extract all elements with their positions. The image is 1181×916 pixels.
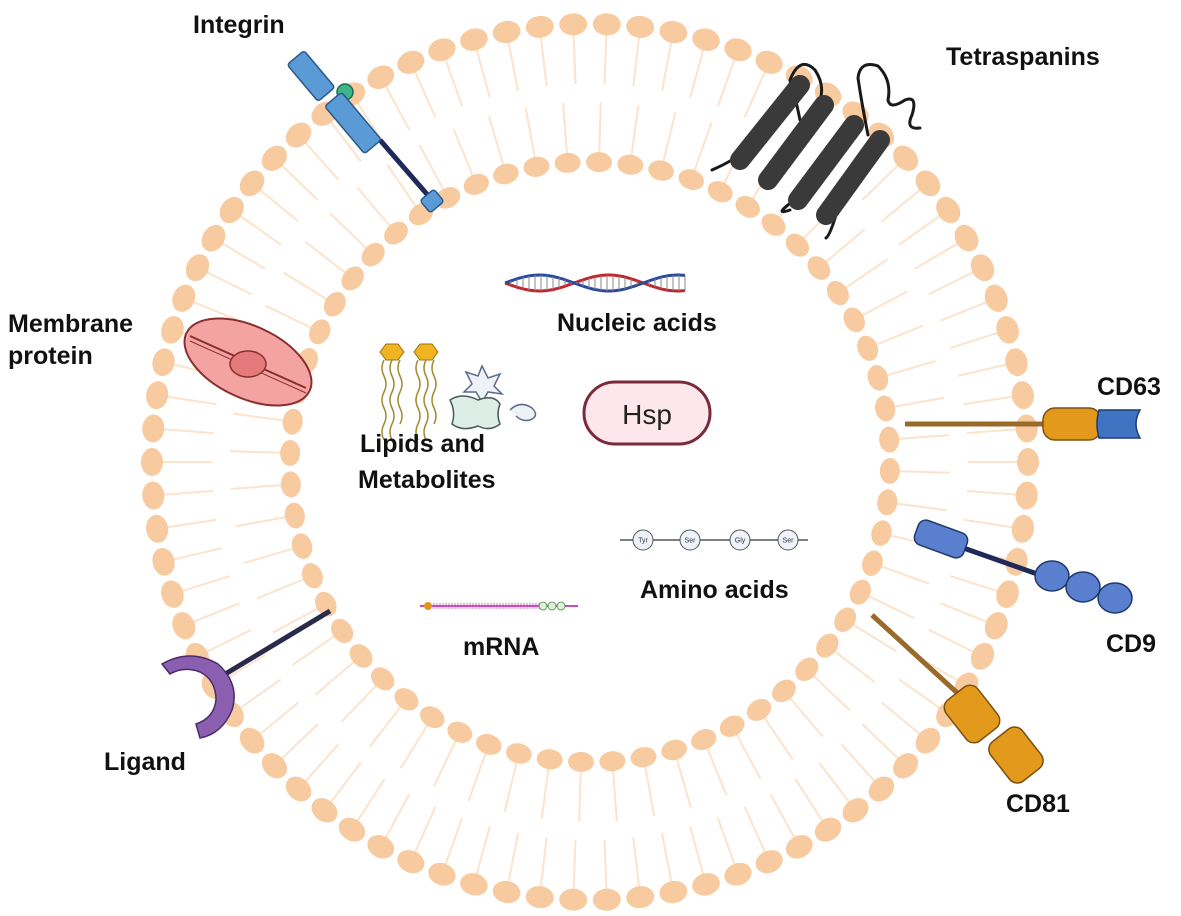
- amino-acid-bead: [777, 529, 799, 551]
- integrin-protein: [287, 51, 444, 213]
- amino-acid-label: Tyr: [638, 538, 648, 545]
- label-integrin: Integrin: [193, 11, 285, 39]
- cd63-protein: [905, 407, 1142, 441]
- label-tetraspanins: Tetraspanins: [946, 43, 1100, 71]
- amino-acid-label: Ser: [685, 538, 697, 545]
- lipids-icon: [379, 343, 439, 441]
- amino-acid-bead: [632, 529, 654, 551]
- label-membrane-protein-line2: protein: [8, 342, 93, 370]
- label-ligand: Ligand: [104, 748, 186, 776]
- tetraspanin-protein: [710, 62, 922, 240]
- cd81-protein: [870, 613, 1044, 784]
- label-amino-acids: Amino acids: [640, 576, 789, 604]
- label-mrna: mRNA: [463, 633, 539, 661]
- nucleic-acid-helix-icon: [504, 273, 686, 293]
- amino-acid-bead: [679, 529, 701, 551]
- label-nucleic-acids: Nucleic acids: [557, 309, 717, 337]
- cd9-protein: [913, 519, 1133, 614]
- label-membrane-protein-line1: Membrane: [8, 310, 133, 338]
- amino-acid-bead: [729, 529, 751, 551]
- amino-acid-chain-icon: Tyr Ser Gly Ser: [620, 529, 808, 551]
- label-cd81: CD81: [1006, 790, 1070, 818]
- metabolites-icon: [449, 364, 537, 430]
- amino-acid-label: Ser: [783, 538, 795, 545]
- amino-acid-label: Gly: [735, 538, 746, 545]
- mrna-strand-icon: [420, 601, 578, 611]
- hsp-capsule: Hsp: [582, 380, 712, 446]
- membrane-protein-shape: [183, 317, 313, 407]
- label-lipids-line1: Lipids and: [360, 430, 485, 458]
- label-lipids-line2: Metabolites: [358, 466, 496, 494]
- hsp-label: Hsp: [622, 399, 672, 430]
- label-cd63: CD63: [1097, 373, 1161, 401]
- ligand-protein: [160, 608, 332, 739]
- lipid-bilayer-membrane: [141, 13, 1039, 911]
- label-cd9: CD9: [1106, 630, 1156, 658]
